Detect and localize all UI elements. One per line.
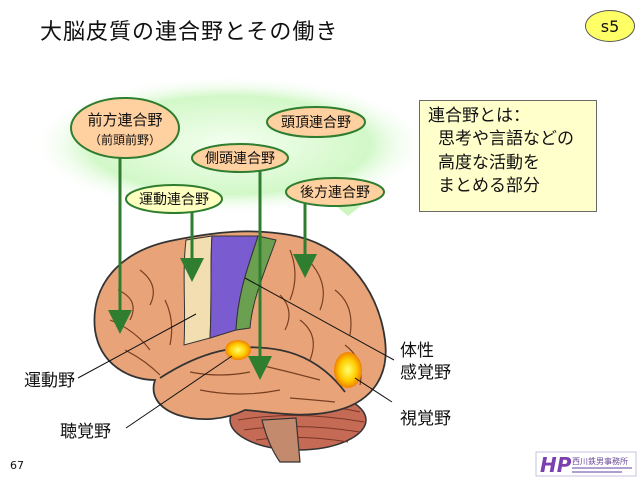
info-box-title: 連合野とは：	[428, 106, 530, 126]
auditory-area-spot	[225, 340, 251, 360]
cloud-tail	[335, 205, 362, 216]
parietal-association-label: 頭頂連合野	[266, 106, 366, 138]
info-box-line-1: 思考や言語などの	[438, 129, 574, 150]
publisher-logo: HP 西川鉄男事務所	[535, 451, 637, 477]
posterior-association-label: 後方連合野	[285, 177, 385, 207]
auditory-area-label: 聴覚野	[60, 422, 111, 442]
somatosensory-area-label-line1: 体性	[400, 341, 434, 361]
pointer-lines	[77, 277, 395, 429]
parietal-association-text: 頭頂連合野	[281, 115, 351, 131]
temporal-association-label: 側頭連合野	[191, 143, 289, 173]
posterior-association-text: 後方連合野	[300, 185, 370, 201]
logo-mark: HP	[540, 453, 572, 477]
association-arrows	[108, 150, 317, 380]
somatosensory-area-label-line2: 感覚野	[400, 363, 451, 383]
frontal-association-label: 前方連合野 （前頭前野）	[70, 97, 180, 159]
info-box-line-2: 高度な活動を	[438, 152, 540, 173]
page-number: 67	[10, 459, 24, 472]
frontal-association-subtext: （前頭前野）	[89, 132, 161, 147]
logo-caption: 西川鉄男事務所	[572, 456, 628, 466]
info-box-line-3: まとめる部分	[438, 176, 540, 197]
temporal-association-text: 側頭連合野	[205, 151, 275, 167]
slide-badge: s5	[585, 10, 635, 42]
motor-association-label: 運動連合野	[125, 184, 223, 214]
frontal-association-text: 前方連合野	[87, 111, 162, 129]
visual-area-label: 視覚野	[400, 409, 451, 429]
brain-illustration	[93, 230, 387, 463]
info-box: 連合野とは： 思考や言語などの 高度な活動を まとめる部分	[419, 100, 597, 212]
motor-association-text: 運動連合野	[139, 192, 209, 208]
motor-area-label: 運動野	[24, 371, 75, 391]
visual-area-spot	[334, 352, 362, 388]
slide-title: 大脳皮質の連合野とその働き	[40, 20, 339, 45]
